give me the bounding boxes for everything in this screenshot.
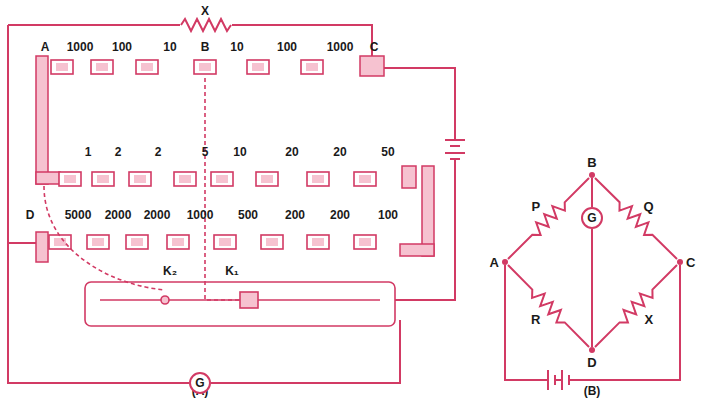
brass-bar [36,56,48,184]
junction-point: D [589,347,595,353]
box-label: K₂ [163,265,177,277]
resistor-arm [595,265,677,347]
resistor-arm [595,178,677,259]
plug-socket [307,235,329,249]
plug-socket [261,235,283,249]
box-label: 100 [277,41,297,53]
box-label: 1000 [67,41,94,53]
box-label: A [41,41,50,53]
junction-point: B [589,172,595,178]
node-label: A [490,256,499,269]
plug-socket [194,60,216,74]
plug-socket [307,172,329,186]
wire [591,229,593,347]
wire [8,242,36,244]
plug-socket [301,60,323,74]
plug-socket [354,235,376,249]
plug-socket [214,235,236,249]
node-label: G [587,212,596,224]
wire [383,68,455,140]
box-label: (B) [584,385,601,397]
box-label: 2000 [144,209,171,221]
box-label: 500 [238,209,258,221]
box-label: 200 [285,209,305,221]
box-label: D [26,209,35,221]
galvanometer: G [189,372,211,394]
box-label: K₁ [225,265,239,277]
plug-socket [92,172,114,186]
plug-socket [174,172,196,186]
plug-socket [256,172,278,186]
node-label: C [686,256,695,269]
plug-socket [167,235,189,249]
resistor-symbol [181,19,231,31]
box-label: 20 [285,146,298,158]
key-lead [205,78,252,300]
resistor-arm [508,178,589,259]
key-board [85,282,395,326]
plug-socket [91,60,113,74]
box-label: 1 [85,146,92,158]
plug-socket [126,235,148,249]
plug-socket [129,172,151,186]
box-label: 2 [155,146,162,158]
junction-point: C [677,259,683,265]
wire [211,320,400,383]
resistor-label: Q [643,199,655,212]
box-label: B [201,41,210,53]
box-label: 10 [233,146,246,158]
box-label: 10 [230,41,243,53]
key-lead [44,186,165,290]
box-label: 2000 [105,209,132,221]
plug-socket [59,172,81,186]
wire [505,265,680,380]
junction-point: A [502,259,508,265]
box-label: 1000 [187,209,214,221]
box-label: 100 [112,41,132,53]
plug-socket [49,235,71,249]
plug-socket [211,172,233,186]
resistor-label: P [530,199,541,212]
box-label: 2 [115,146,122,158]
plug-socket [247,60,269,74]
wire [8,25,189,383]
wire [591,178,593,207]
resistor-label: X [643,312,654,325]
box-label: 50 [381,146,394,158]
node-label: G [195,377,204,389]
resistor-label: X [201,5,209,17]
resistor-label: R [530,312,541,325]
wire [395,160,455,300]
box-label: C [370,41,379,53]
galvanometer: G [581,207,603,229]
node-label: D [587,356,596,369]
box-label: 5000 [65,209,92,221]
box-label: 100 [378,209,398,221]
plug-socket [51,60,73,74]
box-label: 1000 [327,41,354,53]
box-label: 20 [333,146,346,158]
box-label: 200 [330,209,350,221]
node-label: B [587,156,596,169]
box-label: 5 [202,146,209,158]
plug-socket [87,235,109,249]
plug-socket [354,172,376,186]
resistor-arm [508,265,589,347]
box-label: 10 [163,41,176,53]
plug-socket [136,60,158,74]
